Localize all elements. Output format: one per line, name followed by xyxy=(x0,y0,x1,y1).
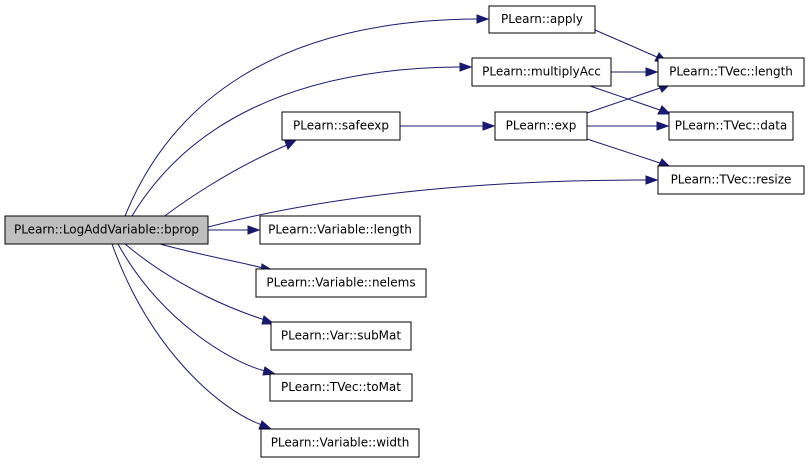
edge-bprop-to-tvec-resize xyxy=(149,175,659,245)
node-logaddvariable-bprop[interactable]: PLearn::LogAddVariable::bprop xyxy=(4,215,209,245)
edge-exp-to-tvec-resize xyxy=(586,138,672,168)
edge-bprop-to-variable-nelems xyxy=(159,243,274,273)
node-label: PLearn::multiplyAcc xyxy=(482,65,601,79)
node-variable-length[interactable]: PLearn::Variable::length xyxy=(259,215,421,245)
node-label: PLearn::TVec::resize xyxy=(671,173,792,187)
node-exp[interactable]: PLearn::exp xyxy=(494,111,588,141)
edge-bprop-to-multiplyacc xyxy=(116,62,473,245)
edge-bprop-to-variable-length xyxy=(208,225,261,235)
node-label: PLearn::Var::subMat xyxy=(281,329,401,343)
node-tvec-tomat[interactable]: PLearn::TVec::toMat xyxy=(269,373,413,402)
nodes-layer: PLearn::LogAddVariable::bprop PLearn::ap… xyxy=(4,5,805,458)
edge-multiplyacc-to-tvec-length xyxy=(611,67,659,77)
node-tvec-resize[interactable]: PLearn::TVec::resize xyxy=(657,165,805,195)
edge-bprop-to-apply xyxy=(114,14,490,245)
node-var-submat[interactable]: PLearn::Var::subMat xyxy=(270,321,412,351)
edge-safeexp-to-exp xyxy=(400,121,496,131)
edges-layer xyxy=(111,14,672,430)
edge-bprop-to-tvec-tomat xyxy=(117,243,277,376)
node-label: PLearn::Variable::length xyxy=(268,223,412,237)
node-label: PLearn::Variable::nelems xyxy=(266,276,415,290)
node-variable-width[interactable]: PLearn::Variable::width xyxy=(260,428,420,458)
node-label: PLearn::TVec::data xyxy=(675,119,788,133)
node-tvec-data[interactable]: PLearn::TVec::data xyxy=(668,111,794,141)
node-label: PLearn::safeexp xyxy=(293,119,389,133)
node-apply[interactable]: PLearn::apply xyxy=(488,5,596,34)
node-safeexp[interactable]: PLearn::safeexp xyxy=(281,111,401,141)
node-multiplyacc[interactable]: PLearn::multiplyAcc xyxy=(471,57,612,87)
node-label: PLearn::apply xyxy=(501,12,583,26)
edge-bprop-to-var-submat xyxy=(124,243,276,325)
node-label: PLearn::exp xyxy=(506,119,577,133)
node-tvec-length[interactable]: PLearn::TVec::length xyxy=(657,57,805,87)
node-label: PLearn::LogAddVariable::bprop xyxy=(14,223,199,237)
edge-exp-to-tvec-data xyxy=(587,121,670,131)
edge-multiplyacc-to-tvec-data xyxy=(589,85,672,115)
node-variable-nelems[interactable]: PLearn::Variable::nelems xyxy=(255,268,427,298)
edge-apply-to-tvec-length xyxy=(594,29,669,63)
node-label: PLearn::TVec::toMat xyxy=(281,380,401,394)
node-label: PLearn::TVec::length xyxy=(669,65,793,79)
node-label: PLearn::Variable::width xyxy=(271,436,410,450)
